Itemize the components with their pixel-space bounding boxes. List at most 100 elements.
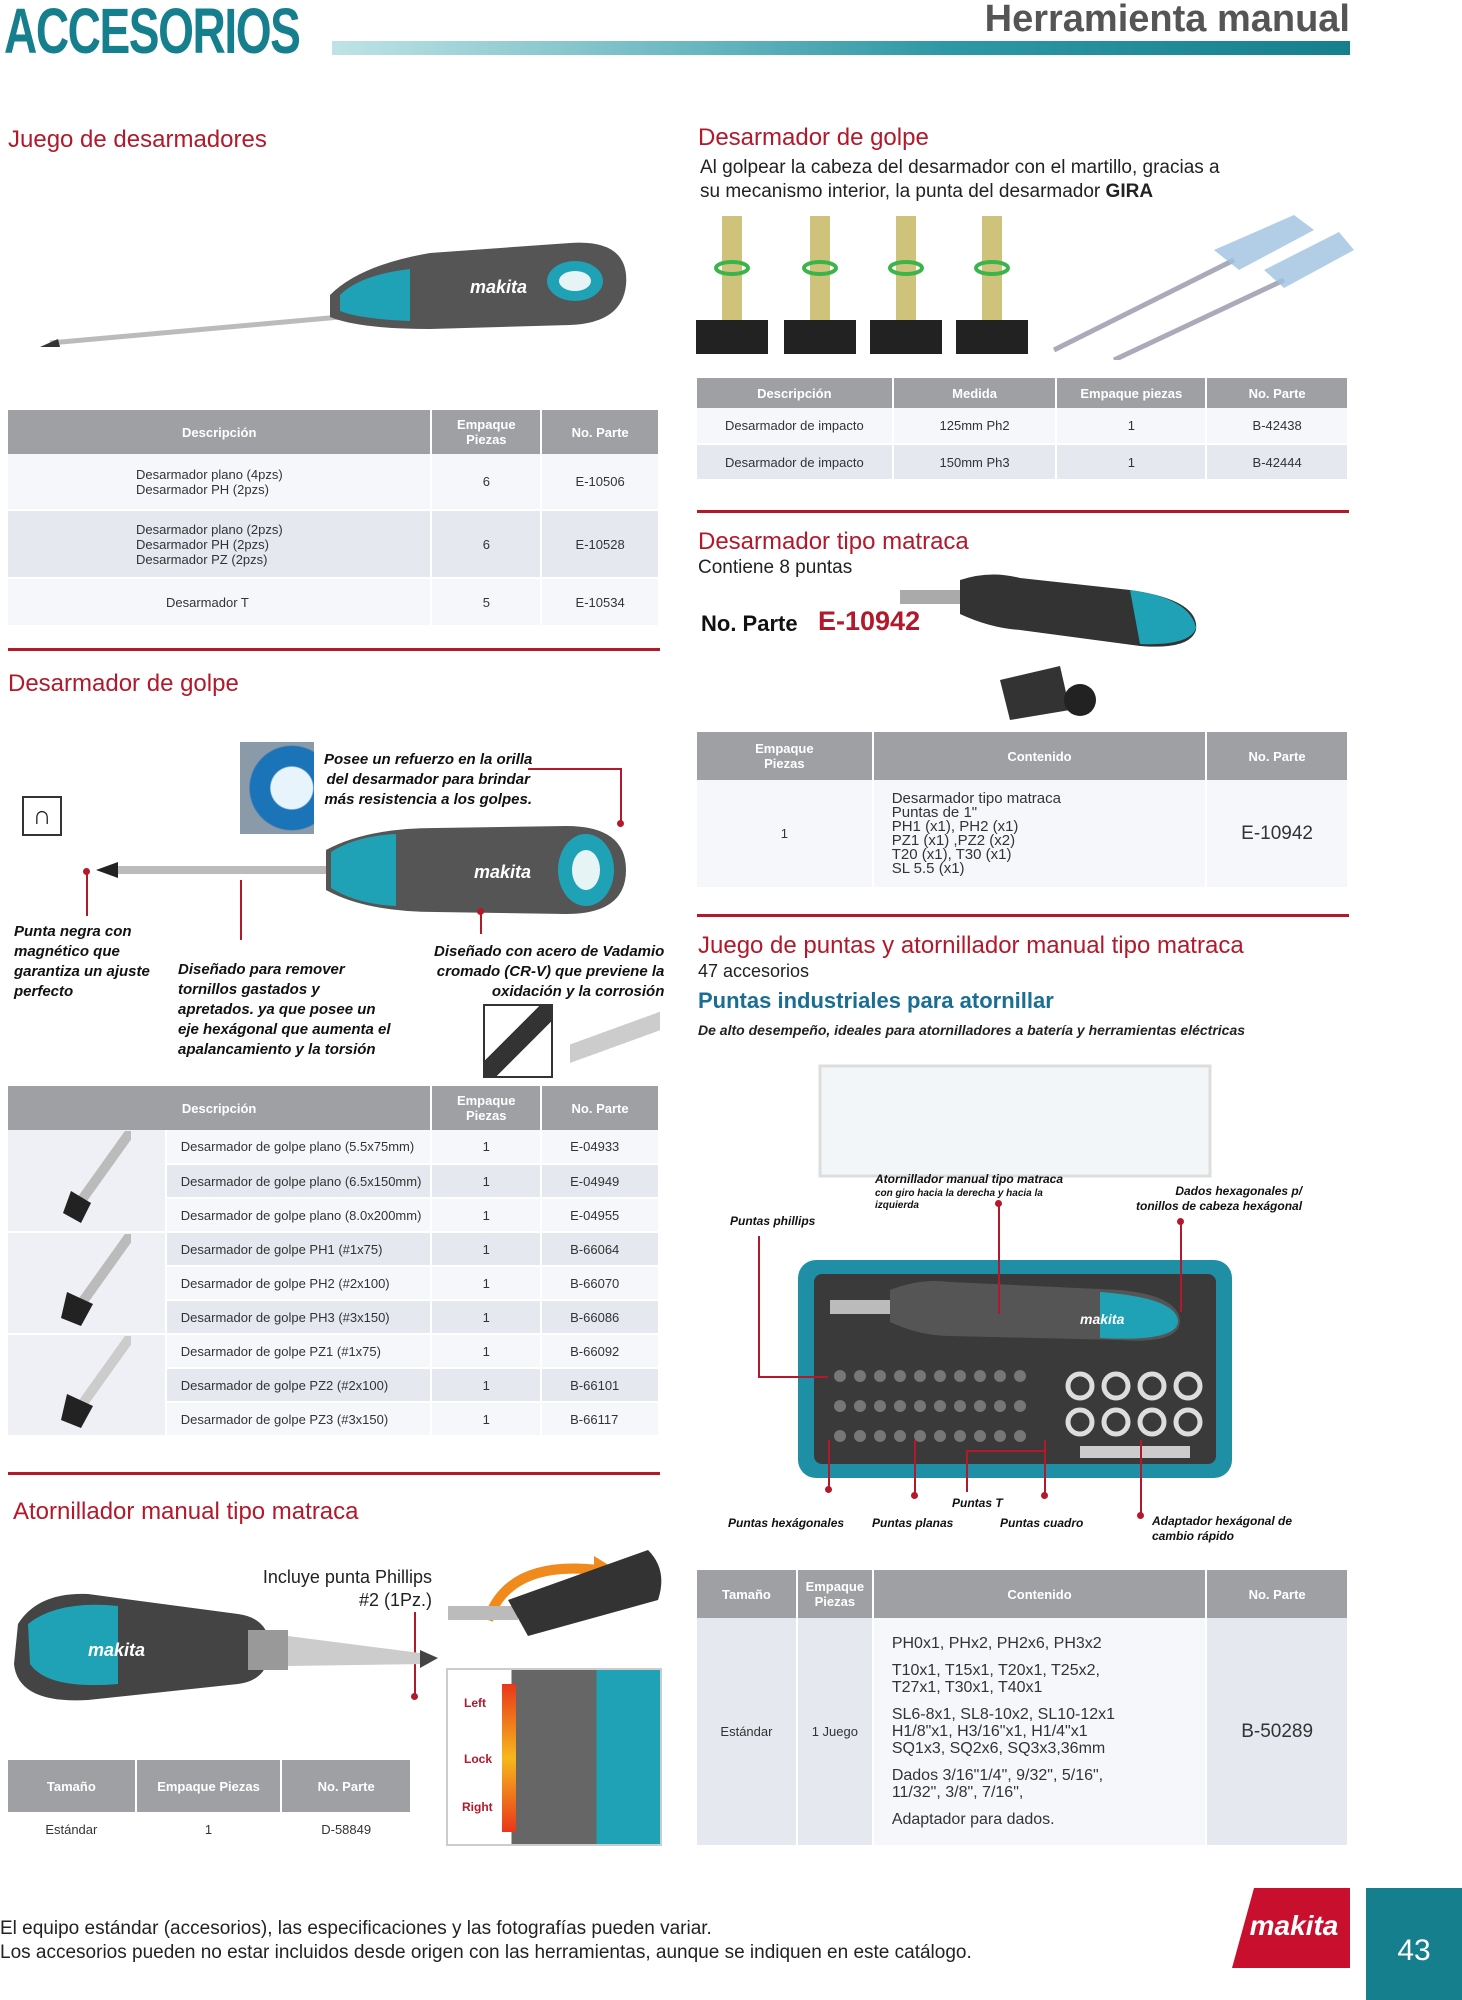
callout-dot: [911, 1492, 918, 1499]
juego-puntas-subtitle: 47 accesorios: [698, 961, 810, 981]
callout-line: [758, 1376, 828, 1378]
desarmador-golpe-top-table: Descripción Medida Empaque piezas No. Pa…: [697, 378, 1349, 481]
callout-line: [1180, 1222, 1182, 1312]
callout-dot: [825, 1486, 832, 1493]
atornillador-matraca-table: Tamaño Empaque Piezas No. Parte Estándar…: [8, 1760, 412, 1849]
col-no-parte: No. Parte: [541, 410, 660, 454]
table-row: Desarmador de impacto 125mm Ph2 1 B-4243…: [697, 408, 1349, 445]
handle-detail-photo: [240, 742, 314, 834]
section-title-accesorios: ACCESORIOS: [4, 0, 301, 67]
col-descripcion: Descripción: [8, 410, 433, 454]
ratchet-rotation-illustration: [448, 1550, 662, 1636]
table-row: Desarmador de golpe PH2 (#2x100) 1 B-660…: [8, 1266, 660, 1301]
callout-atornillador-sub: con giro hacia la derecha y hacia la izq…: [875, 1188, 1043, 1211]
matraca-table: Empaque Piezas Contenido No. Parte 1 Des…: [697, 732, 1349, 889]
juego-puntas-tagline: De alto desempeño, ideales para atornill…: [698, 1022, 1246, 1038]
makita-logo-handle: makita: [474, 862, 531, 882]
makita-logo-text: makita: [1249, 1910, 1339, 1941]
callout-puntas-hexagonales: Puntas hexágonales: [728, 1516, 845, 1530]
callout-dot: [1177, 1218, 1184, 1225]
atornillador-note: Incluye punta Phillips #2 (1Pz.): [262, 1567, 432, 1610]
desarmador-golpe-table: Descripción Empaque Piezas No. Parte Des…: [8, 1086, 660, 1437]
table-row: Desarmador de golpe PH1 (#1x75) 1 B-6606…: [8, 1230, 660, 1335]
callout-line: [828, 1440, 830, 1490]
desarmador-golpe-title: Desarmador de golpe: [8, 670, 239, 697]
direction-arrow: [502, 1684, 516, 1832]
impact-driver-illustration: [696, 215, 1354, 360]
callout-line: [914, 1440, 916, 1496]
callout-line: [240, 880, 242, 940]
direction-lock-label: Lock: [464, 1752, 493, 1766]
callout-line: [1140, 1440, 1142, 1516]
table-row: Estándar 1 Juego PH0x1, PHx2, PH2x6, PH3…: [697, 1618, 1349, 1847]
matraca-title: Desarmador tipo matraca: [698, 528, 969, 555]
makita-logo-handle: makita: [1080, 1311, 1125, 1327]
direction-right-label: Right: [462, 1800, 493, 1814]
annotation-disenado: Diseñado para remover tornillos gastados…: [178, 961, 391, 1058]
desarmador-golpe-top-title: Desarmador de golpe: [698, 124, 929, 151]
callout-line: [1044, 1440, 1046, 1496]
callout-line: [758, 1236, 760, 1378]
callout-dot: [995, 1200, 1002, 1207]
table-row: Desarmador de golpe PZ1 (#1x75) 1 B-6609…: [8, 1332, 660, 1437]
table-row: Desarmador plano (4pzs) Desarmador PH (2…: [8, 454, 660, 511]
table-row: Desarmador de golpe plano (8.0x200mm) 1 …: [8, 1198, 660, 1233]
callout-line: [998, 1204, 1000, 1314]
callout-line: [966, 1450, 968, 1492]
flat-tip-image: [8, 1128, 167, 1233]
table-row: Desarmador T 5 E-10534: [8, 578, 660, 627]
table-row: 1 Desarmador tipo matraca Puntas de 1" P…: [697, 780, 1349, 889]
divider: [697, 510, 1349, 513]
footer-disclaimer-1: El equipo estándar (accesorios), las esp…: [0, 1918, 712, 1939]
table-row: Desarmador de golpe plano (5.5x75mm) 1 E…: [8, 1128, 660, 1233]
direction-switch-photo: Left Lock Right: [446, 1668, 662, 1846]
direction-left-label: Left: [464, 1696, 486, 1710]
callout-puntas-planas: Puntas planas: [872, 1516, 954, 1530]
impact-screwdriver-illustration: makita: [96, 826, 626, 914]
callout-adaptador: Adaptador hexágonal de cambio rápido: [1152, 1514, 1293, 1543]
footer-disclaimer-2: Los accesorios pueden no estar incluidos…: [0, 1942, 972, 1963]
makita-logo-handle: makita: [470, 277, 527, 297]
callout-dot: [617, 820, 624, 827]
divider: [8, 648, 660, 651]
callout-dot: [477, 908, 484, 915]
table-row: Desarmador plano (2pzs) Desarmador PH (2…: [8, 510, 660, 579]
page-number: 43: [1397, 1934, 1431, 1967]
juego-desarmadores-table: Descripción Empaque Piezas No. Parte Des…: [8, 410, 660, 627]
matraca-subtitle: Contiene 8 puntas: [698, 557, 853, 578]
callout-puntas-phillips: Puntas phillips: [730, 1214, 816, 1228]
page-number-box: 43: [1366, 1888, 1462, 2000]
ratchet-driver-illustration: makita: [14, 1593, 438, 1701]
callout-puntas-t: Puntas T: [952, 1496, 1003, 1510]
callout-dot: [1137, 1512, 1144, 1519]
bit-case-illustration: makita: [798, 1064, 1232, 1478]
makita-logo: makita: [1232, 1888, 1350, 1968]
juego-desarmadores-title: Juego de desarmadores: [8, 126, 267, 153]
bit-detail-photo: [570, 1012, 660, 1072]
desarmador-golpe-top-desc: Al golpear la cabeza del desarmador con …: [700, 157, 1220, 202]
pozidriv-tip-image: [8, 1332, 167, 1437]
matraca-part-label: No. Parte: [701, 611, 798, 636]
table-row: Desarmador de golpe PZ3 (#3x150) 1 B-661…: [8, 1402, 660, 1437]
callout-line: [620, 768, 622, 824]
table-row: Desarmador de golpe plano (6.5x150mm) 1 …: [8, 1164, 660, 1199]
callout-atornillador: Atornillador manual tipo matraca: [875, 1172, 1064, 1186]
callout-dados: Dados hexagonales p/ tonillos de cabeza …: [1136, 1184, 1303, 1213]
annotation-punta: Punta negra con magnético que garantiza …: [14, 923, 150, 1000]
table-row: Desarmador de golpe PZ2 (#2x100) 1 B-661…: [8, 1368, 660, 1403]
hex-shaft-detail-photo: [483, 1004, 553, 1078]
annotation-acero: Diseñado con acero de Vadamio cromado (C…: [434, 943, 665, 1000]
atornillador-matraca-title: Atornillador manual tipo matraca: [13, 1498, 359, 1525]
annotation-refuerzo: Posee un refuerzo en la orilla del desar…: [324, 751, 533, 808]
phillips-tip-image: [8, 1230, 167, 1335]
ratchet-screwdriver-illustration: [900, 574, 1197, 720]
page-header: ACCESORIOS Herramienta manual: [0, 0, 1462, 70]
callout-dot: [411, 1693, 418, 1700]
matraca-part-value: E-10942: [818, 606, 921, 636]
callout-line: [528, 768, 622, 770]
juego-puntas-subtitle2: Puntas industriales para atornillar: [698, 988, 1054, 1013]
table-row: Desarmador de golpe PH3 (#3x150) 1 B-660…: [8, 1300, 660, 1335]
callout-dot: [1041, 1492, 1048, 1499]
screwdriver-set-illustration: makita: [40, 242, 627, 347]
header-teal-bar: [332, 41, 1350, 55]
